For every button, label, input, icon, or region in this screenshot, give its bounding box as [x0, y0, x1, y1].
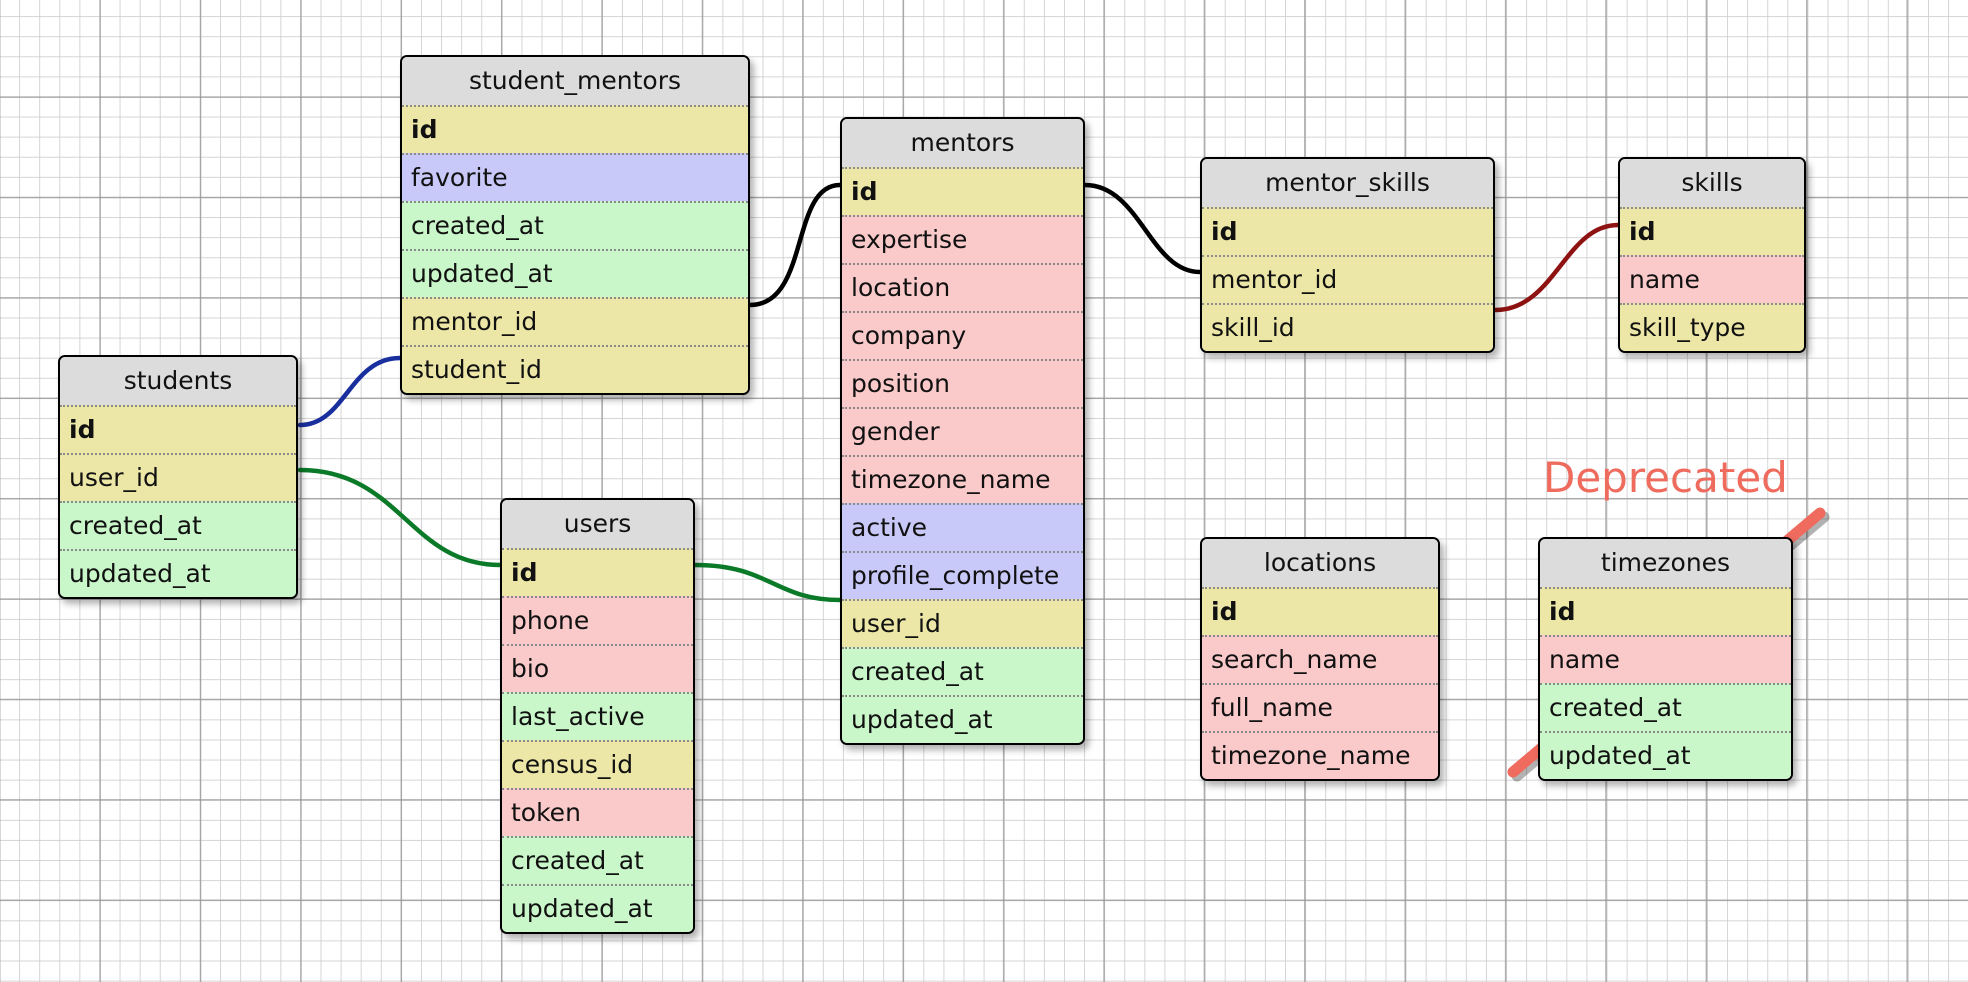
column-row[interactable]: id	[1202, 207, 1493, 255]
column-row[interactable]: full_name	[1202, 683, 1438, 731]
table-title: locations	[1202, 539, 1438, 587]
column-row[interactable]: id	[1202, 587, 1438, 635]
column-row[interactable]: timezone_name	[842, 455, 1083, 503]
column-row[interactable]: name	[1620, 255, 1804, 303]
column-row[interactable]: updated_at	[842, 695, 1083, 743]
column-row[interactable]: search_name	[1202, 635, 1438, 683]
column-row[interactable]: created_at	[502, 836, 693, 884]
table-title: student_mentors	[402, 57, 748, 105]
column-row[interactable]: gender	[842, 407, 1083, 455]
column-row[interactable]: updated_at	[1540, 731, 1791, 779]
column-row[interactable]: created_at	[842, 647, 1083, 695]
table-title: users	[502, 500, 693, 548]
column-row[interactable]: student_id	[402, 345, 748, 393]
column-row[interactable]: position	[842, 359, 1083, 407]
column-row[interactable]: user_id	[60, 453, 296, 501]
column-row[interactable]: census_id	[502, 740, 693, 788]
column-row[interactable]: created_at	[60, 501, 296, 549]
column-row[interactable]: id	[1540, 587, 1791, 635]
table-title: timezones	[1540, 539, 1791, 587]
column-row[interactable]: last_active	[502, 692, 693, 740]
column-row[interactable]: timezone_name	[1202, 731, 1438, 779]
column-row[interactable]: profile_complete	[842, 551, 1083, 599]
column-row[interactable]: created_at	[1540, 683, 1791, 731]
table-title: mentor_skills	[1202, 159, 1493, 207]
column-row[interactable]: favorite	[402, 153, 748, 201]
table-title: mentors	[842, 119, 1083, 167]
column-row[interactable]: updated_at	[60, 549, 296, 597]
column-row[interactable]: id	[842, 167, 1083, 215]
column-row[interactable]: updated_at	[402, 249, 748, 297]
column-row[interactable]: skill_id	[1202, 303, 1493, 351]
column-row[interactable]: updated_at	[502, 884, 693, 932]
column-row[interactable]: mentor_id	[402, 297, 748, 345]
column-row[interactable]: phone	[502, 596, 693, 644]
column-row[interactable]: expertise	[842, 215, 1083, 263]
column-row[interactable]: skill_type	[1620, 303, 1804, 351]
column-row[interactable]: id	[402, 105, 748, 153]
column-row[interactable]: id	[60, 405, 296, 453]
column-row[interactable]: mentor_id	[1202, 255, 1493, 303]
column-row[interactable]: name	[1540, 635, 1791, 683]
column-row[interactable]: created_at	[402, 201, 748, 249]
column-row[interactable]: token	[502, 788, 693, 836]
table-title: skills	[1620, 159, 1804, 207]
column-row[interactable]: location	[842, 263, 1083, 311]
column-row[interactable]: active	[842, 503, 1083, 551]
deprecated-label: Deprecated	[1543, 453, 1788, 502]
column-row[interactable]: company	[842, 311, 1083, 359]
table-title: students	[60, 357, 296, 405]
column-row[interactable]: bio	[502, 644, 693, 692]
column-row[interactable]: id	[1620, 207, 1804, 255]
column-row[interactable]: id	[502, 548, 693, 596]
column-row[interactable]: user_id	[842, 599, 1083, 647]
